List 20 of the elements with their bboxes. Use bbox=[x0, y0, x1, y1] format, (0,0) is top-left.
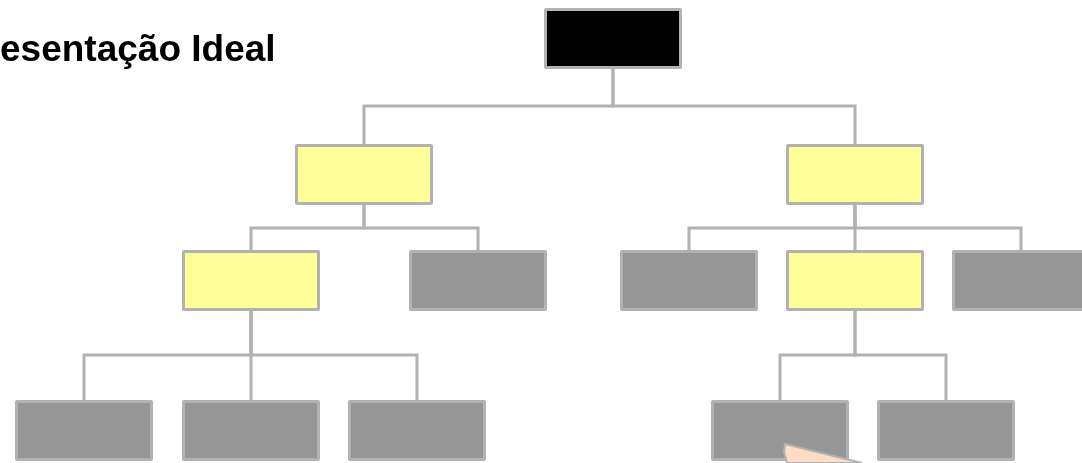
connector-line bbox=[853, 205, 1023, 250]
callout-shape bbox=[783, 442, 863, 463]
connector-line bbox=[611, 69, 857, 144]
title: esentação Ideal bbox=[0, 28, 276, 70]
org-box bbox=[877, 400, 1015, 461]
org-box bbox=[711, 400, 849, 461]
connector-line bbox=[853, 311, 948, 400]
org-box bbox=[15, 400, 153, 461]
org-box bbox=[544, 8, 682, 69]
org-box bbox=[952, 250, 1082, 311]
org-box bbox=[620, 250, 758, 311]
org-box bbox=[786, 144, 924, 205]
org-box bbox=[348, 400, 486, 461]
org-box bbox=[786, 250, 924, 311]
connector-line bbox=[249, 311, 419, 400]
connector-line bbox=[362, 205, 480, 250]
org-box bbox=[182, 250, 320, 311]
org-box bbox=[295, 144, 433, 205]
org-box bbox=[182, 400, 320, 461]
org-box bbox=[409, 250, 547, 311]
